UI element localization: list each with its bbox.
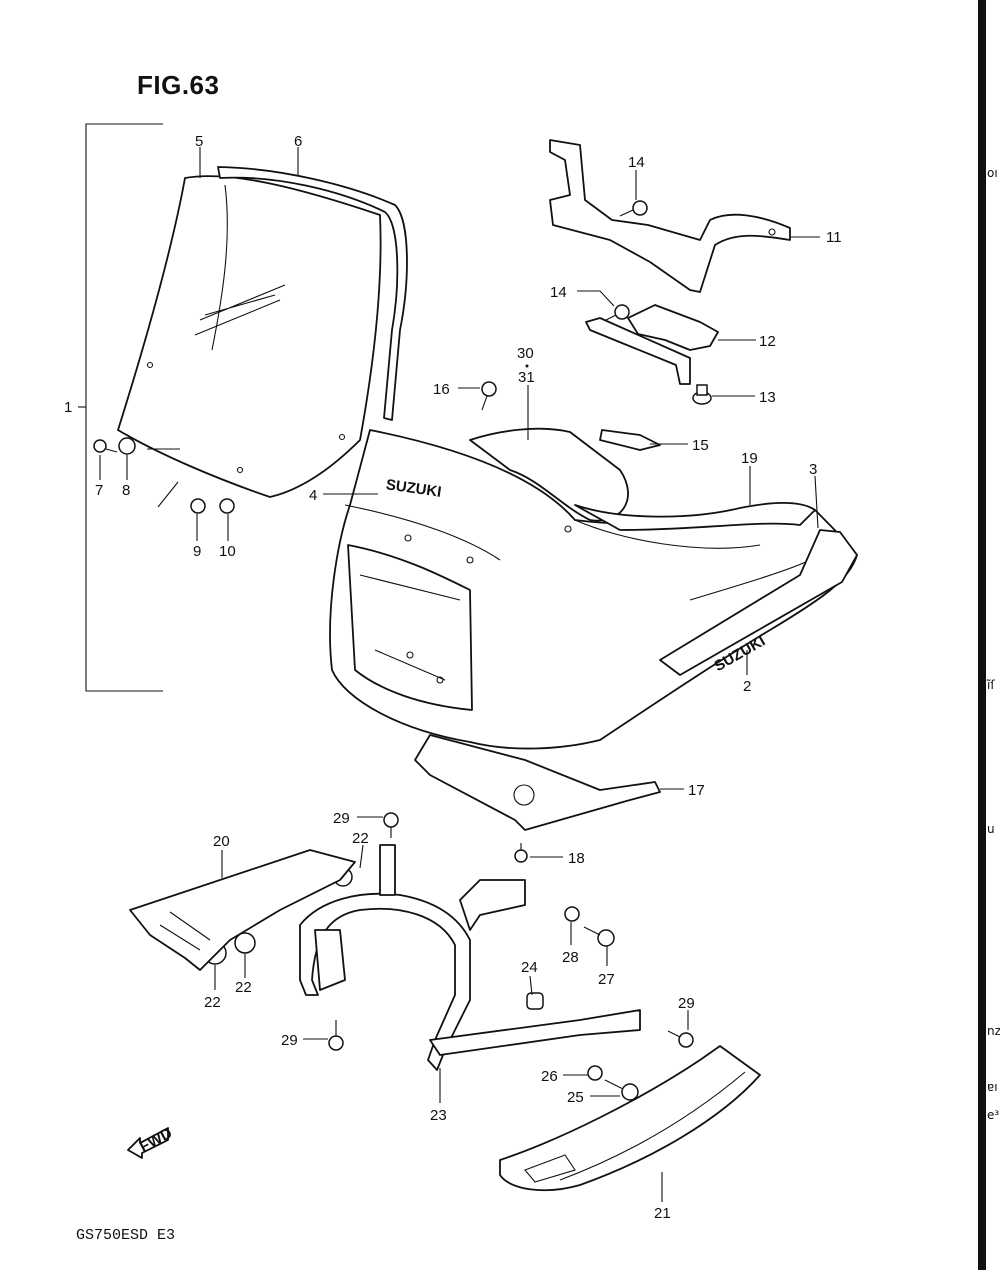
- edge-fragment: u: [987, 822, 995, 836]
- grommet-8: [118, 437, 136, 455]
- washer-26: [587, 1065, 603, 1081]
- grommet-22-c: [234, 932, 256, 954]
- inner-cowl: [469, 427, 816, 531]
- fwd-arrow-label: FWD: [137, 1125, 175, 1156]
- figure-title: FIG.63: [137, 70, 220, 100]
- screw-14-lower: [605, 304, 630, 321]
- windscreen: [117, 175, 382, 498]
- upper-cowl: [329, 429, 858, 750]
- screen-trim: [217, 166, 408, 421]
- bolt-18: [514, 843, 528, 863]
- callout-29-right: 29: [678, 995, 695, 1012]
- callout-25: 25: [567, 1089, 584, 1106]
- callout-22-c: 22: [235, 979, 252, 996]
- callout-3: 3: [809, 461, 817, 478]
- callout-14-lower: 14: [550, 284, 567, 301]
- callout-15: 15: [692, 437, 709, 454]
- nut-10: [219, 498, 235, 514]
- callout-29-top: 29: [333, 810, 350, 827]
- callout-7: 7: [95, 482, 103, 499]
- lower-cowl: [499, 1045, 761, 1192]
- edge-fragment: e³: [987, 1108, 1000, 1122]
- meter-bracket: [585, 304, 719, 385]
- screw-16: [481, 381, 497, 411]
- callout-18: 18: [568, 850, 585, 867]
- screw-7: [93, 439, 118, 453]
- fwd-arrow-icon: FWD: [127, 1125, 175, 1159]
- bolt-25: [604, 1079, 639, 1101]
- callout-30-31-dot: [525, 364, 529, 368]
- edge-fragment: ɐı: [987, 1080, 998, 1094]
- grommet-13: [692, 384, 712, 405]
- callout-13: 13: [759, 389, 776, 406]
- callout-8: 8: [122, 482, 130, 499]
- callout-12: 12: [759, 333, 776, 350]
- callout-24: 24: [521, 959, 538, 976]
- callout-22-a: 22: [352, 830, 369, 847]
- callout-14-upper: 14: [628, 154, 645, 171]
- callout-22-b: 22: [204, 994, 221, 1011]
- callout-20: 20: [213, 833, 230, 850]
- upper-bracket: [549, 139, 791, 293]
- under-tray: [414, 734, 661, 831]
- edge-fragment: nz: [987, 1024, 1000, 1038]
- leader-lines: [99, 147, 820, 1202]
- callout-28: 28: [562, 949, 579, 966]
- screw-14-upper: [619, 200, 648, 217]
- washer-28: [564, 906, 580, 922]
- callout-labels: 1 2 3 4 5 6 7 8 9 10 11 12 13 14 14 15 1…: [64, 133, 842, 1222]
- callout-11: 11: [826, 229, 842, 246]
- callout-26: 26: [541, 1068, 558, 1085]
- callout-10: 10: [219, 543, 236, 560]
- page-edge-bar: [978, 0, 986, 1270]
- panel-left: [129, 849, 356, 971]
- collar-24: [526, 992, 544, 1010]
- callout-4: 4: [309, 487, 317, 504]
- edge-fragment: oı: [987, 166, 998, 180]
- bolt-29-bottom: [328, 1020, 344, 1051]
- bolt-29-right: [667, 1030, 694, 1048]
- callout-30: 30: [517, 345, 534, 362]
- callout-27: 27: [598, 971, 615, 988]
- callout-16: 16: [433, 381, 450, 398]
- callout-21: 21: [654, 1205, 671, 1222]
- callout-19: 19: [741, 450, 758, 467]
- nut-9: [190, 498, 206, 514]
- callout-5: 5: [195, 133, 203, 150]
- model-code: GS750ESD E3: [76, 1227, 176, 1244]
- bolt-29-top: [383, 812, 399, 838]
- edge-fragment: ı̃ſ: [987, 678, 995, 692]
- callout-1: 1: [64, 399, 72, 416]
- callout-9: 9: [193, 543, 201, 560]
- clip-15: [599, 429, 661, 451]
- cowl-stay: [299, 844, 641, 1071]
- assembly-bracket: [78, 123, 163, 692]
- callout-23: 23: [430, 1107, 447, 1124]
- callout-17: 17: [688, 782, 705, 799]
- callout-2: 2: [743, 678, 751, 695]
- bolt-27: [583, 926, 615, 947]
- callout-29-bottom: 29: [281, 1032, 298, 1049]
- callout-6: 6: [294, 133, 302, 150]
- side-garnish: [659, 529, 858, 676]
- callout-31: 31: [518, 369, 535, 386]
